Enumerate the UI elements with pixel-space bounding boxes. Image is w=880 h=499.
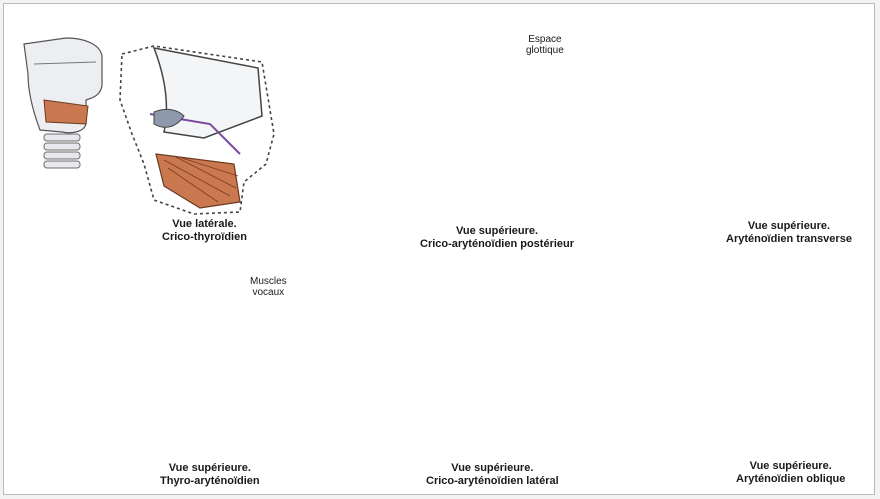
caption-view: Vue supérieure. (736, 460, 845, 473)
caption-view: Vue latérale. (162, 218, 247, 231)
callout-line-2: vocaux (250, 287, 287, 298)
callout-muscles-vocaux: Muscles vocaux (250, 276, 287, 298)
callout-espace-glottique: Espace glottique (526, 34, 564, 56)
caption-crico-arytenoidien-lateral: Vue supérieure. Crico-aryténoïdien latér… (426, 462, 559, 488)
crico-thyroid-small-lateral-illustration (24, 38, 102, 168)
caption-arytenoidien-transverse: Vue supérieure. Aryténoïdien transverse (726, 220, 852, 246)
caption-view: Vue supérieure. (420, 225, 574, 238)
caption-muscle: Crico-thyroïdien (162, 231, 247, 244)
caption-muscle: Thyro-aryténoïdien (160, 475, 260, 488)
callout-line-1: Muscles (250, 276, 287, 287)
caption-muscle: Aryténoïdien oblique (736, 473, 845, 486)
crico-thyroid-lateral-illustration (120, 46, 274, 214)
caption-view: Vue supérieure. (426, 462, 559, 475)
caption-thyro-arytenoidien: Vue supérieure. Thyro-aryténoïdien (160, 462, 260, 488)
caption-view: Vue supérieure. (726, 220, 852, 233)
callout-line-2: glottique (526, 45, 564, 56)
caption-muscle: Crico-aryténoïdien latéral (426, 475, 559, 488)
caption-crico-arytenoidien-posterieur: Vue supérieure. Crico-aryténoïdien posté… (420, 225, 574, 251)
caption-muscle: Crico-aryténoïdien postérieur (420, 238, 574, 251)
caption-crico-thyroidien: Vue latérale. Crico-thyroïdien (162, 218, 247, 244)
caption-view: Vue supérieure. (160, 462, 260, 475)
caption-arytenoidien-oblique: Vue supérieure. Aryténoïdien oblique (736, 460, 845, 486)
callout-line-1: Espace (526, 34, 564, 45)
figure-frame: Espace glottique Muscles vocaux Vue laté… (3, 3, 875, 495)
caption-muscle: Aryténoïdien transverse (726, 233, 852, 246)
